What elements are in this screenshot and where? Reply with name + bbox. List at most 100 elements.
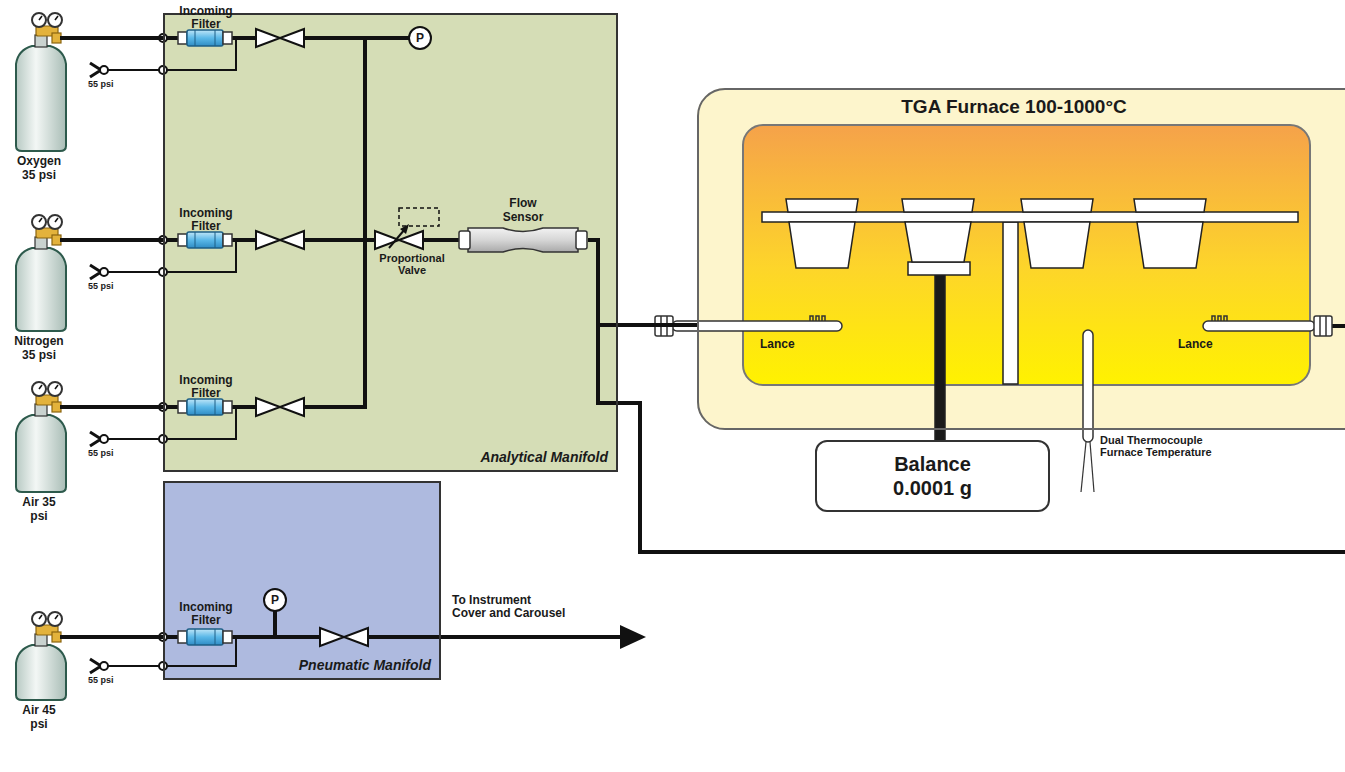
gas-pipe bbox=[363, 36, 367, 409]
gas-cylinder-drawing bbox=[39, 218, 42, 222]
part-name: Flow Sensor bbox=[495, 196, 551, 224]
incoming-filter-symbol bbox=[178, 629, 232, 645]
pressure-rating: 55 psi bbox=[88, 675, 124, 685]
gas-cylinder-drawing bbox=[8, 611, 70, 701]
gas-pipe bbox=[304, 238, 375, 242]
label-holder: 55 psi bbox=[88, 79, 124, 89]
gas-cylinder-drawing bbox=[55, 385, 58, 389]
furnace-chamber bbox=[743, 125, 1310, 385]
part-label: Lance bbox=[1178, 338, 1228, 351]
part-label: Incoming Filter bbox=[175, 5, 237, 31]
gas-pipe bbox=[163, 36, 1345, 666]
label-holder: Lance bbox=[1178, 338, 1228, 351]
gas-cylinder-drawing bbox=[35, 404, 47, 416]
gas-cylinder-drawing bbox=[32, 13, 46, 27]
flow-sensor-drawing bbox=[468, 228, 578, 252]
label-holder: Incoming Filter bbox=[175, 5, 237, 31]
gas-line bbox=[70, 238, 163, 242]
relief-valve-symbol bbox=[90, 63, 159, 673]
part-label: Incoming Filter bbox=[175, 207, 237, 233]
part-name: Oxygen 35 psi bbox=[10, 154, 68, 182]
valve-symbol bbox=[256, 398, 304, 416]
relief-valve-symbol bbox=[90, 432, 159, 446]
gas-cylinder-drawing bbox=[39, 16, 42, 20]
box-title: Pneumatic Manifold bbox=[299, 657, 431, 673]
gas-cylinder-drawing bbox=[48, 382, 62, 396]
box-title: TGA Furnace 100-1000°C bbox=[699, 96, 1329, 118]
part-label: Proportional Valve bbox=[371, 252, 453, 276]
flow-sensor: Flow Sensor bbox=[458, 196, 588, 254]
label-holder: P bbox=[265, 592, 285, 608]
gas-cylinder-drawing bbox=[35, 35, 47, 47]
label-holder: Lance bbox=[760, 338, 810, 351]
tga-furnace: TGA Furnace 100-1000°C bbox=[697, 88, 1345, 430]
gas-cylinder-drawing bbox=[32, 215, 46, 229]
valve-symbol bbox=[256, 29, 304, 47]
gas-cylinder-drawing bbox=[39, 385, 42, 389]
analytical-manifold-ground bbox=[163, 13, 618, 472]
sample-carousel bbox=[786, 199, 1206, 268]
sample-carousel bbox=[905, 222, 971, 262]
sample-carousel bbox=[1134, 199, 1206, 212]
gas-cylinder-drawing bbox=[52, 235, 61, 245]
part-name: Air 45 psi bbox=[19, 703, 59, 731]
gas-pipe bbox=[304, 36, 409, 40]
lance bbox=[1212, 316, 1227, 321]
gas-pipe bbox=[368, 635, 622, 639]
sample-carousel bbox=[786, 199, 858, 212]
thermocouple bbox=[1090, 442, 1094, 492]
pressure-gauge bbox=[264, 589, 286, 611]
incoming-filter-symbol bbox=[178, 30, 232, 645]
gas-cylinder-drawing bbox=[60, 238, 70, 242]
label-holder: Dual Thermocouple Furnace Temperature bbox=[1100, 434, 1240, 458]
gas-cylinder-drawing bbox=[60, 635, 70, 639]
lance bbox=[655, 316, 1332, 336]
sample-carousel bbox=[908, 262, 970, 275]
analytical-manifold: Analytical ManifoldFlow Sensor bbox=[163, 13, 618, 472]
outlet-arrow bbox=[620, 625, 646, 649]
gas-cylinder: Nitrogen 35 psi bbox=[8, 214, 70, 362]
gas-cylinder-drawing bbox=[35, 237, 47, 249]
pressure-rating: 55 psi bbox=[88, 281, 124, 291]
incoming-filter-symbol bbox=[178, 30, 232, 46]
pressure-gauge bbox=[264, 27, 431, 611]
flow-sensor-drawing bbox=[459, 231, 470, 249]
gas-cylinder-drawing bbox=[39, 615, 42, 619]
gas-pipe bbox=[598, 325, 1345, 552]
incoming-filter-symbol bbox=[178, 232, 232, 248]
sample-carousel bbox=[762, 199, 1298, 442]
valve-symbol bbox=[320, 628, 368, 646]
pressure-gauge bbox=[409, 27, 431, 49]
label-holder: Incoming Filter bbox=[175, 601, 237, 627]
sample-carousel bbox=[762, 212, 1298, 222]
box-value: 0.0001 g bbox=[893, 476, 972, 500]
lance bbox=[1314, 316, 1332, 336]
gas-cylinder-drawing bbox=[16, 46, 66, 151]
gas-cylinder-drawing bbox=[8, 381, 70, 493]
gas-pipe bbox=[423, 238, 460, 242]
lance bbox=[1319, 316, 1321, 336]
gas-cylinder-drawing bbox=[52, 632, 61, 642]
lance bbox=[1203, 321, 1315, 331]
gas-cylinder-drawing bbox=[52, 33, 61, 43]
gas-cylinder-drawing bbox=[55, 16, 58, 20]
gas-cylinder-drawing bbox=[8, 12, 70, 152]
lance bbox=[810, 316, 825, 321]
gas-line bbox=[70, 36, 163, 40]
relief-valve-symbol bbox=[90, 63, 159, 77]
relief-valve-symbol bbox=[90, 659, 159, 673]
gas-line bbox=[70, 635, 163, 639]
label-holder: Incoming Filter bbox=[175, 207, 237, 233]
proportional-valve-symbol bbox=[375, 208, 439, 249]
destination-label: To Instrument Cover and Carousel bbox=[452, 594, 568, 620]
label-holder: 55 psi bbox=[88, 448, 124, 458]
part-label: Lance bbox=[760, 338, 810, 351]
proportional-valve-symbol bbox=[389, 229, 405, 248]
label-holder: Incoming Filter bbox=[175, 374, 237, 400]
pneumatic-manifold: Pneumatic Manifold bbox=[163, 481, 441, 680]
flow-sensor-drawing bbox=[576, 231, 587, 249]
sample-carousel bbox=[789, 222, 855, 268]
gas-cylinder-drawing bbox=[55, 615, 58, 619]
label-holder: To Instrument Cover and Carousel bbox=[452, 594, 568, 620]
